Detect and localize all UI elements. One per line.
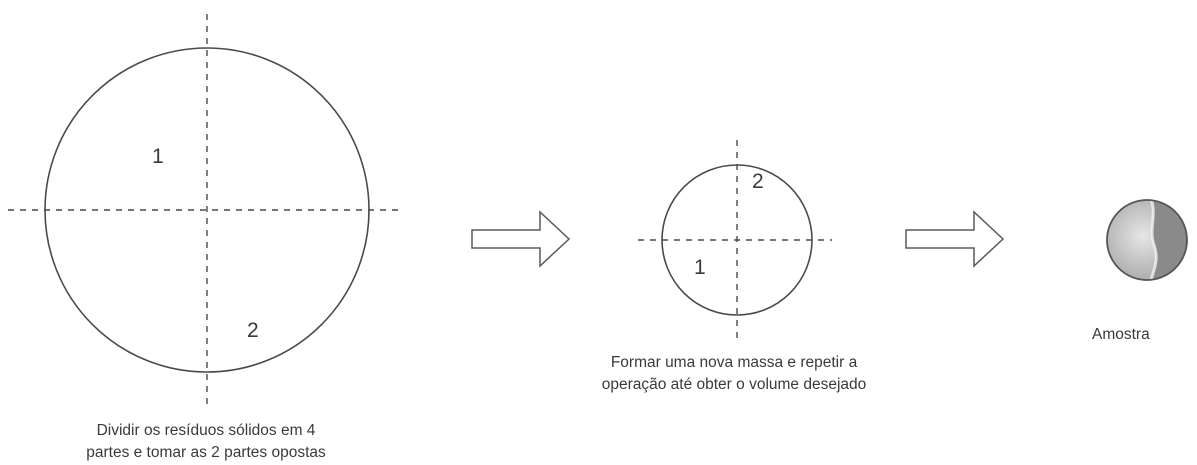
- step2-caption-line1: Formar uma nova massa e repetir a: [610, 354, 858, 371]
- right-arrow-icon: [471, 210, 571, 268]
- step1-caption-line2: partes e tomar as 2 partes opostas: [86, 444, 326, 461]
- large-pile-dividers: [8, 14, 402, 407]
- right-arrow-icon: [905, 210, 1005, 268]
- step1-caption: Dividir os resíduos sólidos em 4 partes …: [0, 420, 412, 464]
- large-quadrant-label-2: 2: [247, 319, 259, 342]
- sample-icon: [1106, 199, 1188, 281]
- step1-caption-line1: Dividir os resíduos sólidos em 4: [96, 422, 316, 439]
- sample-caption: Amostra: [1092, 324, 1197, 346]
- step2-caption-line2: operação até obter o volume desejado: [601, 376, 867, 393]
- small-quadrant-label-2: 2: [752, 170, 764, 193]
- small-pile-dividers: [638, 140, 832, 342]
- large-quadrant-label-1: 1: [152, 145, 164, 168]
- sample-label: Amostra: [1092, 326, 1150, 343]
- small-quadrant-label-1: 1: [694, 256, 706, 279]
- step2-caption: Formar uma nova massa e repetir a operaç…: [520, 352, 948, 396]
